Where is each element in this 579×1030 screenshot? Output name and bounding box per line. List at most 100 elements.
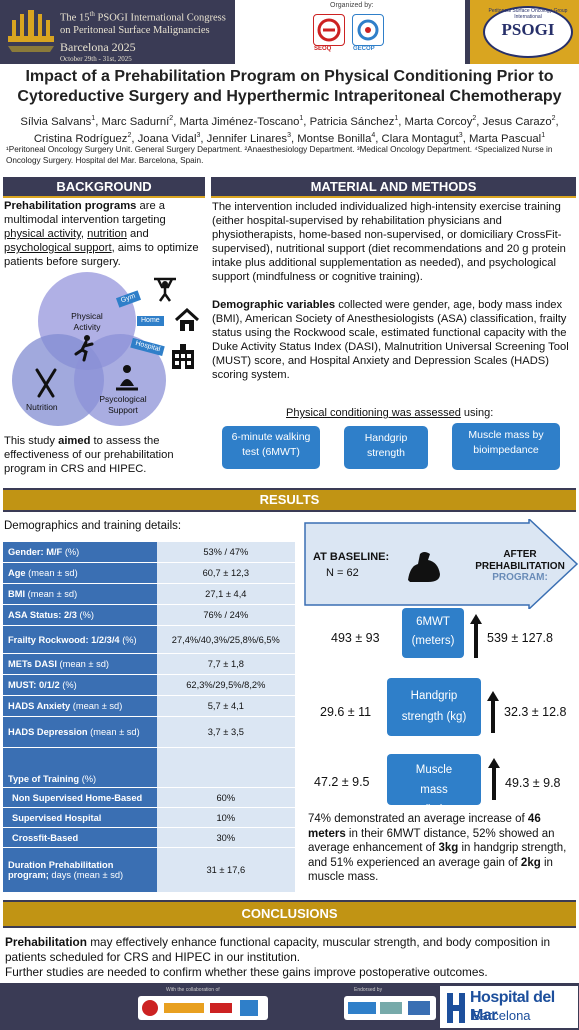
endorser-logos bbox=[344, 996, 436, 1020]
row-label: Frailty Rockwood: 1/2/3/4 (%) bbox=[3, 625, 157, 654]
results-heading: RESULTS bbox=[3, 488, 576, 512]
author-name: Marta Corcoy bbox=[404, 115, 473, 128]
test-handgrip-box: Handgrip strength bbox=[344, 426, 428, 469]
author-affiliation: 3 bbox=[287, 131, 291, 139]
home-icon bbox=[174, 308, 200, 331]
congress-city: Barcelona 2025 bbox=[60, 39, 136, 54]
handgrip-box: Handgrip strength (kg) bbox=[387, 678, 481, 736]
table-row: Type of Training (%) bbox=[3, 747, 295, 788]
congress-logo-icon bbox=[8, 10, 54, 52]
row-value: 31 ± 17,6 bbox=[156, 847, 295, 893]
authors: Sílvia Salvans1, Marc Sadurní2, Marta Ji… bbox=[20, 115, 559, 145]
test-6mwt-box: 6-minute walking test (6MWT) bbox=[222, 426, 320, 469]
row-unit: (mean ± sd) bbox=[87, 727, 140, 737]
congress-dates: October 29th - 31st, 2025 bbox=[60, 54, 132, 63]
muscle-mass-box: Muscle mass (kg) bbox=[387, 754, 481, 816]
methods-variables-text: Demographic variables collected were gen… bbox=[212, 299, 569, 381]
venn-physical-label: Physical Activity bbox=[71, 311, 103, 332]
row-value: 27,1 ± 4,4 bbox=[156, 583, 295, 605]
row-label: Duration Prehabilitation program; days (… bbox=[3, 847, 157, 893]
hospital-icon bbox=[172, 344, 194, 369]
poster-title: Impact of a Prehabilitation Program on P… bbox=[17, 68, 562, 105]
methods-intervention-text: The intervention included individualized… bbox=[212, 201, 566, 283]
author-affiliation: 4 bbox=[371, 131, 376, 139]
fork-knife-icon bbox=[35, 368, 57, 398]
author-affiliation: 1 bbox=[299, 115, 304, 122]
author-affiliation: 2 bbox=[551, 115, 556, 122]
row-label-text: Frailty Rockwood: 1/2/3/4 bbox=[8, 634, 120, 645]
row-unit: (mean ± sd) bbox=[56, 659, 110, 669]
sponsor-logos-icon bbox=[142, 1000, 258, 1016]
row-value: 60,7 ± 12,3 bbox=[156, 562, 295, 584]
author-name: Jesus Carazo bbox=[482, 115, 552, 128]
test-muscle-mass-box: Muscle mass by bioimpedance bbox=[452, 423, 560, 470]
endorser-logos-icon bbox=[348, 1001, 430, 1015]
weightlifting-icon bbox=[154, 277, 176, 302]
row-label: HADS Anxiety (mean ± sd) bbox=[3, 695, 157, 717]
row-label: HADS Depression (mean ± sd) bbox=[3, 716, 157, 748]
row-label: METs DASI (mean ± sd) bbox=[3, 653, 157, 675]
assessment-caption: Physical conditioning was assessed using… bbox=[286, 407, 494, 419]
author-name: Cristina Rodríguez bbox=[33, 132, 128, 145]
training-type: Non Supervised Home-Based bbox=[3, 787, 157, 808]
table-row: Gender: M/F (%)53% / 47% bbox=[3, 542, 295, 563]
muscle-before: 47.2 ± 9.5 bbox=[314, 775, 370, 789]
author-name: Joana Vidal bbox=[137, 132, 197, 145]
table-row: BMI (mean ± sd)27,1 ± 4,4 bbox=[3, 583, 295, 605]
row-unit: (mean ± sd) bbox=[25, 589, 78, 599]
conclusions-heading: CONCLUSIONS bbox=[3, 900, 576, 928]
6mwt-after: 539 ± 127.8 bbox=[487, 631, 553, 645]
row-unit: (mean ± sd) bbox=[70, 701, 123, 711]
row-unit: (%) bbox=[119, 634, 137, 645]
author-name: Sílvia Salvans bbox=[20, 115, 92, 128]
row-value: 27,4%/40,3%/25,8%/6,5% bbox=[156, 625, 295, 654]
table-row: METs DASI (mean ± sd)7,7 ± 1,8 bbox=[3, 653, 295, 675]
seoq-logo-icon bbox=[313, 14, 345, 46]
row-label-text: Duration Prehabilitation program; bbox=[8, 860, 114, 880]
collaboration-label: With the collaboration of bbox=[166, 987, 220, 993]
row-value: 5,7 ± 4,1 bbox=[156, 695, 295, 717]
handgrip-after: 32.3 ± 12.8 bbox=[504, 705, 567, 719]
up-arrow-icon bbox=[470, 614, 482, 658]
psogi-logo-icon bbox=[483, 6, 573, 58]
row-unit: (%) bbox=[79, 774, 97, 784]
row-value: 3,7 ± 3,5 bbox=[156, 716, 295, 748]
table-row: HADS Depression (mean ± sd)3,7 ± 3,5 bbox=[3, 716, 295, 748]
background-text: Prehabilitation programs are a multimoda… bbox=[4, 200, 199, 268]
row-label-text: METs DASI bbox=[8, 659, 57, 669]
muscle-after: 49.3 ± 9.8 bbox=[505, 776, 561, 790]
row-value: 76% / 24% bbox=[156, 604, 295, 626]
table-caption: Demographics and training details: bbox=[4, 520, 182, 532]
table-row: Age (mean ± sd)60,7 ± 12,3 bbox=[3, 562, 295, 584]
row-label-text: MUST: 0/1/2 bbox=[8, 680, 60, 690]
endorsed-label: Endorsed by bbox=[354, 987, 383, 993]
training-percent: 60% bbox=[156, 787, 295, 808]
row-label: BMI (mean ± sd) bbox=[3, 583, 157, 605]
author-affiliation: 3 bbox=[458, 131, 463, 139]
psogi-name: PSOGI bbox=[501, 20, 555, 39]
author-name: Patricia Sánchez bbox=[309, 115, 395, 128]
methods-heading: MATERIAL AND METHODS bbox=[211, 177, 576, 198]
running-person-icon bbox=[74, 335, 94, 362]
author-affiliation: 3 bbox=[196, 131, 201, 139]
row-label-text: HADS Anxiety bbox=[8, 701, 71, 711]
handgrip-before: 29.6 ± 11 bbox=[320, 705, 372, 719]
row-label-text: BMI bbox=[8, 589, 26, 599]
gecop-logo-label: GECOP bbox=[353, 46, 375, 52]
baseline-label: AT BASELINE: bbox=[313, 551, 390, 563]
study-aim-text: This study aimed to assess the effective… bbox=[4, 435, 174, 475]
author-affiliation: 2 bbox=[472, 115, 477, 122]
demographics-table: Gender: M/F (%)53% / 47%Age (mean ± sd)6… bbox=[3, 542, 295, 893]
row-unit: days (mean ± sd) bbox=[48, 870, 124, 880]
row-label: Age (mean ± sd) bbox=[3, 562, 157, 584]
meditation-icon bbox=[116, 365, 138, 391]
6mwt-box: 6MWT (meters) bbox=[402, 608, 464, 658]
row-label-text: Type of Training bbox=[8, 774, 80, 784]
row-label: Type of Training (%) bbox=[3, 747, 157, 788]
table-row: Duration Prehabilitation program; days (… bbox=[3, 847, 295, 893]
sample-size: N = 62 bbox=[326, 567, 359, 579]
